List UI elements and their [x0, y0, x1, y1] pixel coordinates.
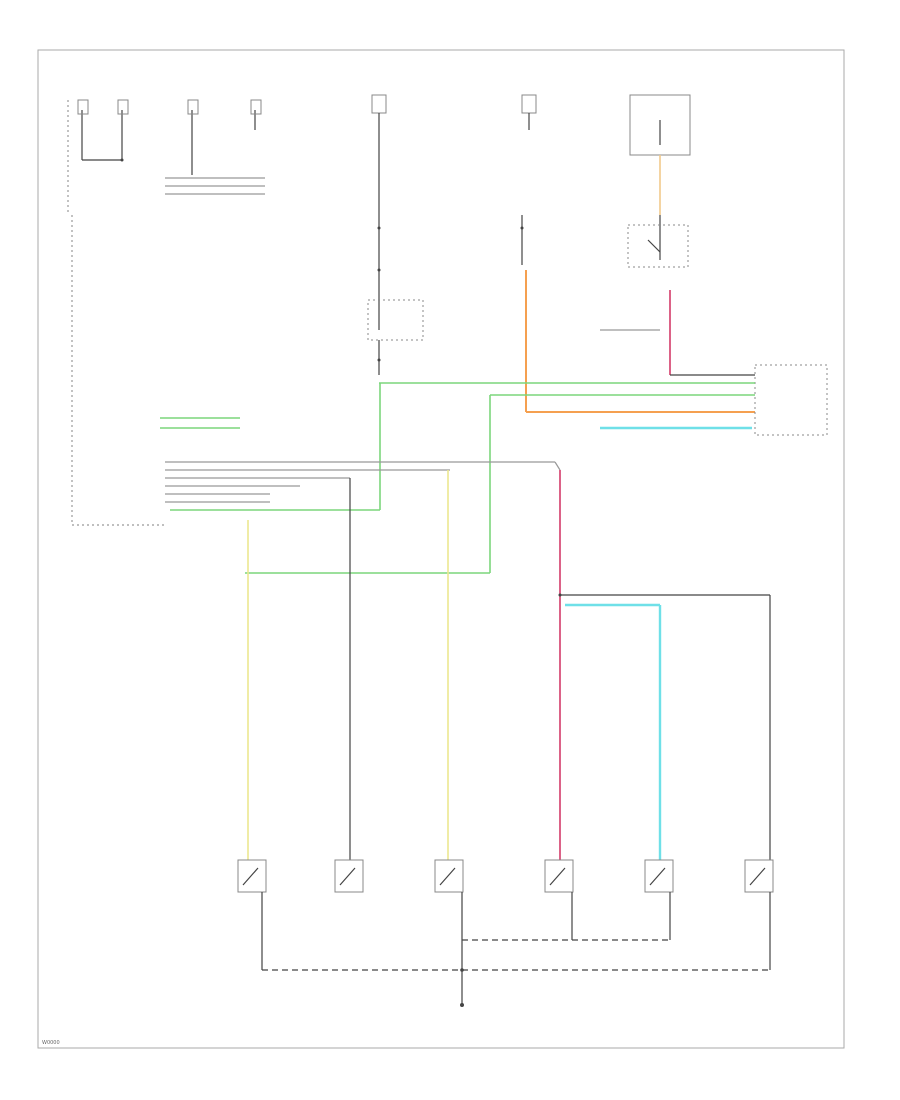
right-side-module: [670, 364, 828, 436]
diagram-frame: [37, 49, 845, 1049]
orange-feed-fuse: [520, 94, 755, 413]
switch-feed-wires: [247, 461, 771, 860]
frame-code: W0000: [42, 1040, 60, 1046]
top-right-relay-module: [600, 94, 691, 375]
fuse-group-top-left: [67, 99, 265, 525]
green-data-wires: [160, 382, 755, 574]
left-module-connectors: [72, 461, 555, 526]
center-fuse-column: [367, 94, 424, 375]
switch-row: [237, 859, 774, 893]
ground-bus: [261, 892, 771, 1007]
